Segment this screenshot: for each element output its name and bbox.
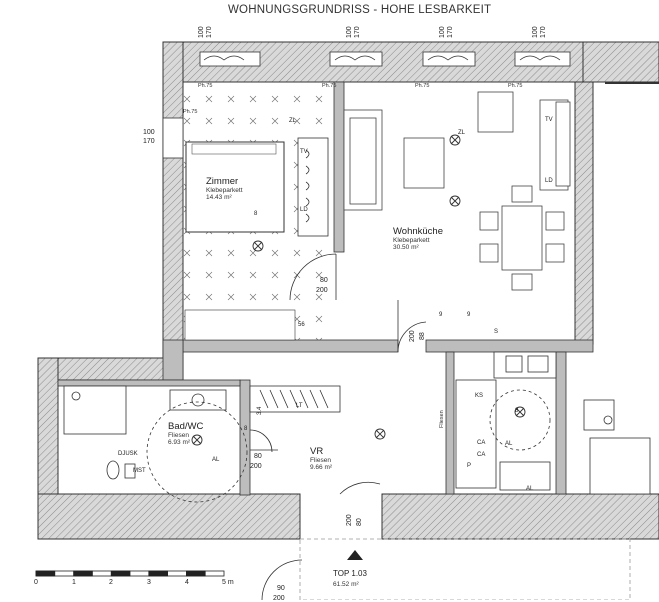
window-dim-4-width: 100 [532,26,539,38]
windows [162,51,571,159]
room-name-vr: VR [310,446,324,457]
scale-tick-0: 0 [34,579,38,586]
ld-socket-zimmer: LD [300,207,308,213]
kitchen-counter [493,351,557,379]
label-fliesen-vertical: Fliesen [439,410,445,428]
door-dim-5-width: 90 [277,585,285,592]
light-fixtures [191,134,526,446]
plan-title: WOHNUNGSGRUNDRISS - HOHE LESBARKEIT [228,4,492,16]
zimmer-desk [184,309,296,341]
window-dim-2-height: 170 [354,26,361,38]
entrance-arrow [347,550,363,560]
room-area-zimmer: 14.43 m² [206,194,232,201]
room-area-bad: 6.93 m² [168,439,191,446]
door-dim-4-height: 200 [346,514,353,526]
door-dim-2-width: 80 [254,453,262,460]
scale-tick-2: 2 [109,579,113,586]
living-furniture [343,91,571,291]
ca-socket-2: CA [477,452,486,458]
zimmer-bed [185,141,285,233]
room-floor-bad: Fliesen [168,432,189,439]
window-dim-3-height: 170 [447,26,454,38]
parapet-5: Ph.75 [183,109,198,115]
room-area-wohnkueche: 30.50 m² [393,244,419,251]
label-56: 56 [298,322,305,328]
window-dim-5-height: 170 [143,138,155,145]
zl-zimmer: ZL [289,118,297,124]
window-dim-5-width: 100 [143,129,155,136]
window-dim-1-width: 100 [198,26,205,38]
door-dim-4-width: 80 [356,518,363,526]
scale-tick-3: 3 [147,579,151,586]
wardrobe [297,137,329,237]
scale-tick-5: 5 m [222,579,234,586]
label-9: 9 [439,312,443,318]
room-name-zimmer: Zimmer [206,176,239,187]
hall-and-storage [249,379,651,495]
unit-area: 61.52 m² [333,581,359,588]
label-8c: 8 [515,408,519,414]
doors [249,253,427,600]
door-dim-1-height: 200 [316,287,328,294]
room-name-bad: Bad/WC [168,421,204,432]
room-floor-wohnkueche: Klebeparkett [393,237,430,244]
al-storage: AL [526,486,534,492]
balcony-outline [299,538,631,600]
tv-socket-living: TV [545,117,553,123]
zl-living: ZL [458,130,466,136]
scale-tick-1: 1 [72,579,76,586]
p-socket: P [467,463,472,469]
djusk-socket: DJUSK [118,451,138,457]
bathroom-fixtures [63,385,248,503]
mst-socket: MST [133,468,146,474]
ca-socket-1: CA [477,440,486,446]
label-8b: 8 [244,426,248,432]
room-floor-zimmer: Klebeparkett [206,187,243,194]
room-area-vr: 9.66 m² [310,464,333,471]
label-8: 8 [254,211,258,217]
ld-socket-living: LD [545,178,553,184]
interior-walls [57,81,594,496]
unit-label: TOP 1.03 [333,569,367,578]
window-dim-3-width: 100 [439,26,446,38]
s-socket: S [494,329,499,335]
scale-bar [35,570,225,577]
parapet-2: Ph.75 [322,83,337,89]
label-9b: 9 [467,312,471,318]
door-dim-2-height: 200 [250,463,262,470]
parapet-3: Ph.75 [415,83,430,89]
door-dim-5-height: 200 [273,595,285,602]
zimmer-pillows [191,143,277,155]
door-dim-3-width: 88 [419,332,426,340]
window-dim-2-width: 100 [346,26,353,38]
scale-tick-4: 4 [185,579,189,586]
exterior-walls [37,41,659,540]
wardrobe-hangers [305,149,310,223]
room-floor-vr: Fliesen [310,457,331,464]
ks-socket: KS [475,393,484,399]
parapet-1: Ph.75 [198,83,213,89]
room-name-wohnkueche: Wohnküche [393,226,443,237]
label-3-4: 3.4 [257,406,263,415]
al-kitchen: AL [505,441,513,447]
lt-socket: LT [296,403,303,409]
window-dim-4-height: 170 [540,26,547,38]
tv-socket-zimmer: TV [300,149,308,155]
al-bad: AL [212,457,220,463]
door-dim-3-height: 200 [409,330,416,342]
window-dim-1-height: 170 [206,26,213,38]
door-dim-1-width: 80 [320,277,328,284]
parapet-4: Ph.75 [508,83,523,89]
